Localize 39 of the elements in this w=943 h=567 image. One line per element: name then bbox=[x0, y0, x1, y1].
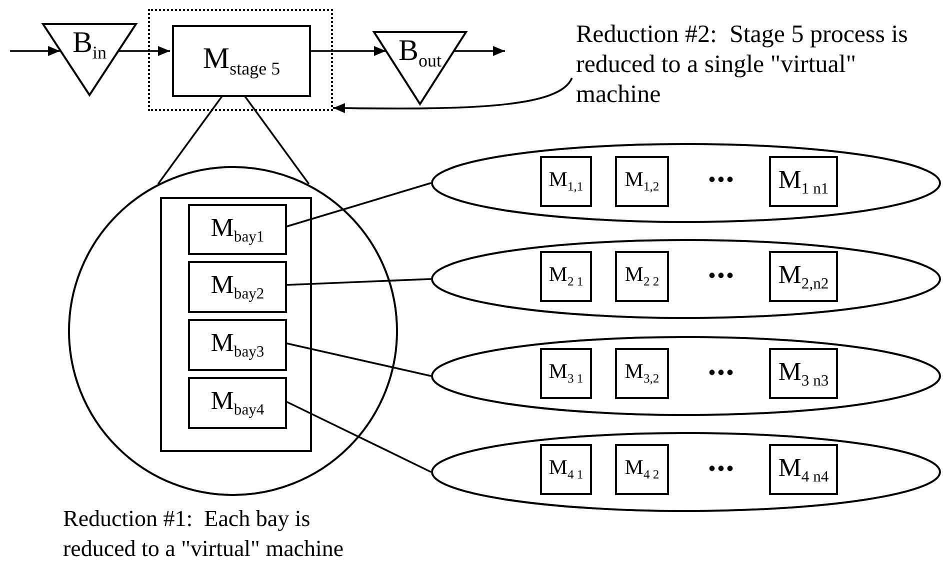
buffer-triangle bbox=[373, 31, 467, 105]
machine-box: M$_{bay2}$ bbox=[188, 261, 287, 313]
ellipsis-dots: ••• bbox=[707, 362, 736, 385]
machine-box: M$_{1,2}$ bbox=[615, 156, 669, 207]
annotation-text: Reduction #2: Stage 5 process is reduced to a single "virtual" machine bbox=[576, 20, 916, 120]
machine-box: M$_{bay1}$ bbox=[188, 204, 287, 255]
machine-box: M$_{4 2}$ bbox=[615, 444, 669, 495]
buffer-label: B$_{out}$ bbox=[397, 33, 443, 72]
ellipsis-dots: ••• bbox=[707, 458, 736, 481]
ellipsis-dots: ••• bbox=[707, 265, 736, 288]
arrow bbox=[309, 46, 386, 56]
machine-group-ellipse bbox=[431, 432, 941, 512]
machine-box: M$_{1 n1}$ bbox=[769, 156, 838, 207]
machine-box: M$_{2 2}$ bbox=[615, 251, 669, 302]
machine-box: M$_{bay3}$ bbox=[188, 319, 287, 371]
machine-box: M$_{4 1}$ bbox=[540, 444, 592, 495]
arrow bbox=[10, 46, 60, 56]
buffer-label: B$_{in}$ bbox=[71, 25, 108, 64]
machine-box: M$_{3 n3}$ bbox=[769, 348, 838, 399]
machine-box: M$_{bay4}$ bbox=[188, 377, 287, 429]
machine-group-ellipse bbox=[431, 143, 941, 223]
ellipsis-dots: ••• bbox=[707, 169, 736, 192]
machine-box: M$_{1,1}$ bbox=[540, 156, 592, 207]
machine-box: M$_{3 1}$ bbox=[540, 348, 592, 399]
machine-group-ellipse bbox=[431, 336, 941, 416]
machine-box: M$_{2 1}$ bbox=[540, 251, 592, 302]
arrow bbox=[118, 46, 170, 56]
buffer-triangle bbox=[42, 23, 137, 96]
dotted-boundary bbox=[148, 9, 333, 111]
caption-text: Reduction #1: Each bay is reduced to a "virtual" machine bbox=[63, 505, 345, 563]
machine-group-ellipse bbox=[431, 239, 941, 319]
machine-box: M$_{3,2}$ bbox=[615, 348, 669, 399]
machine-box: M$_{2,n2}$ bbox=[769, 251, 838, 302]
arrow bbox=[454, 46, 506, 56]
machine-box: M$_{stage 5}$ bbox=[172, 25, 311, 97]
arrow bbox=[332, 78, 573, 114]
machine-box: M$_{4 n4}$ bbox=[769, 444, 838, 495]
bay-group-box bbox=[160, 197, 312, 452]
zoom-circle bbox=[68, 166, 398, 496]
